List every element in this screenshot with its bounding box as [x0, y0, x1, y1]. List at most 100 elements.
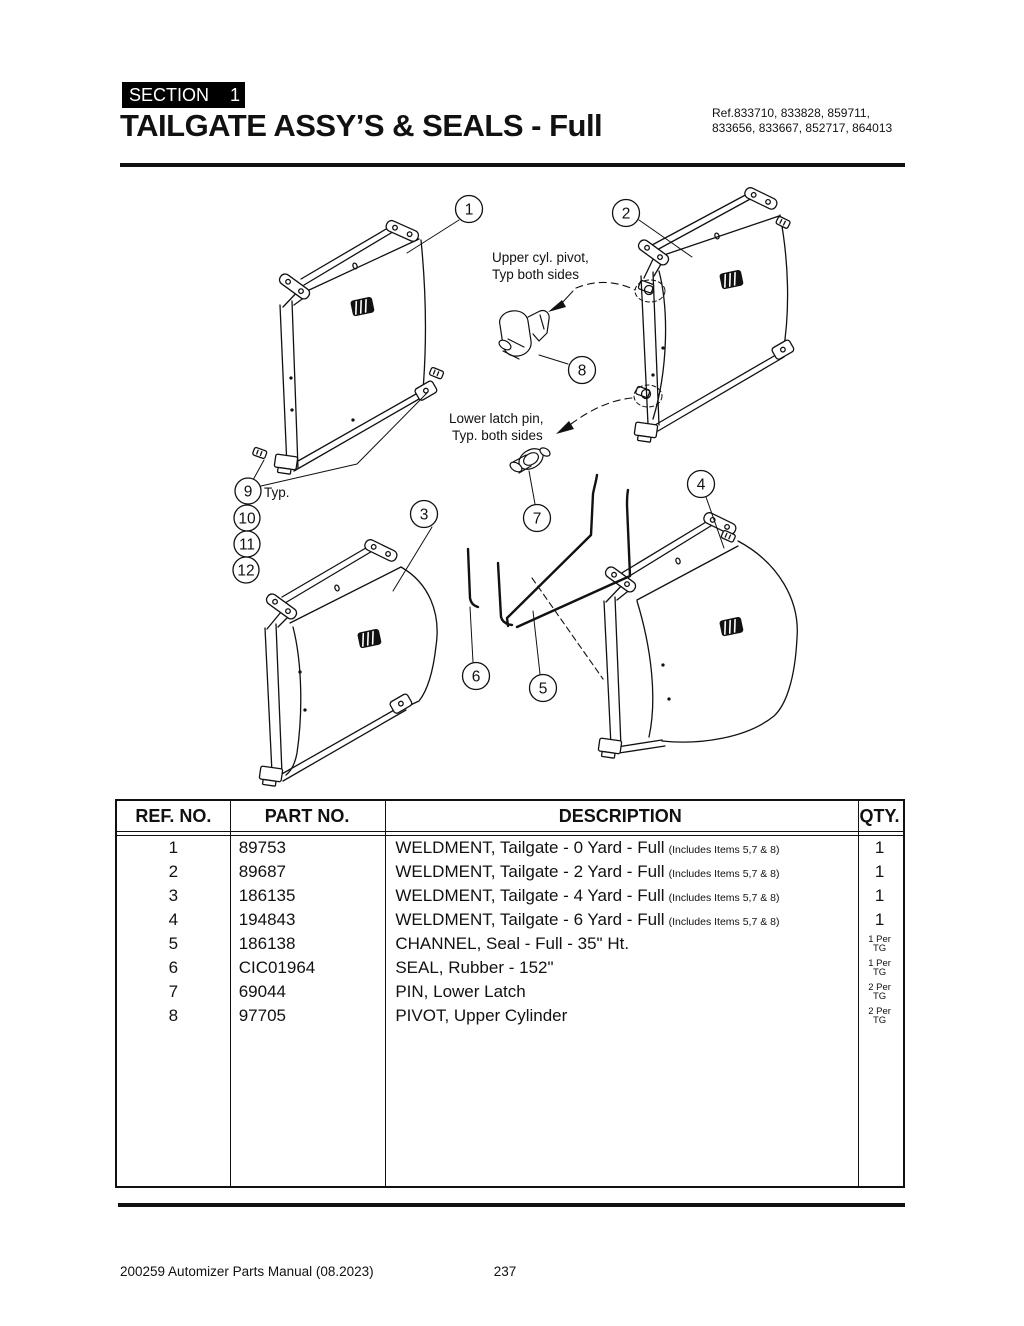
- upper-pivot-part-drawing: [498, 309, 550, 360]
- cell-qty: 2 Per TG: [856, 1006, 903, 1026]
- cell-qty: 1 Per TG: [856, 934, 903, 954]
- cell-desc: WELDMENT, Tailgate - 6 Yard - Full(Inclu…: [384, 910, 856, 930]
- table-row: 7 69044 PIN, Lower Latch 2 Per TG: [117, 980, 903, 1004]
- callout-leaders: [252, 219, 725, 675]
- footer-page-number: 237: [493, 1264, 517, 1279]
- desc-text: WELDMENT, Tailgate - 0 Yard - Full: [395, 838, 665, 857]
- table-row: 4 194843 WELDMENT, Tailgate - 6 Yard - F…: [117, 908, 903, 932]
- vent-grille-icon: [349, 295, 376, 318]
- desc-text: WELDMENT, Tailgate - 2 Yard - Full: [395, 862, 665, 881]
- desc-note: (Includes Items 5,7 & 8): [668, 916, 780, 928]
- desc-text: PIVOT, Upper Cylinder: [395, 1006, 568, 1025]
- cell-qty: 1: [856, 910, 903, 930]
- upper-pivot-label-line2: Typ both sides: [492, 267, 579, 282]
- cell-qty: 1: [856, 838, 903, 858]
- cell-desc: PIVOT, Upper Cylinder: [384, 1006, 856, 1026]
- section-label: SECTION 1: [122, 82, 245, 108]
- callout-1: 1: [465, 202, 474, 219]
- vent-grille-icon: [718, 615, 745, 638]
- callout-balloons: 1 2 3 4 5 6 7 8 9 10 11 12: [232, 194, 716, 703]
- table-row: 3 186135 WELDMENT, Tailgate - 4 Yard - F…: [117, 884, 903, 908]
- desc-note: (Includes Items 5,7 & 8): [668, 844, 780, 856]
- col-header-part: PART NO.: [264, 805, 350, 826]
- cell-desc: WELDMENT, Tailgate - 2 Yard - Full(Inclu…: [384, 862, 856, 882]
- cell-part: 89687: [238, 862, 286, 881]
- header-rule: [120, 163, 905, 167]
- qty-value: 1: [874, 910, 885, 929]
- vent-grille-icon: [356, 627, 383, 650]
- table-row: 8 97705 PIVOT, Upper Cylinder 2 Per TG: [117, 1004, 903, 1028]
- tailgate-0yd-drawing: [251, 218, 445, 476]
- header-double-rule: [117, 831, 903, 836]
- tailgate-2yd-drawing: [632, 185, 796, 444]
- table-header-row: REF. NO. PART NO. DESCRIPTION QTY.: [117, 801, 903, 831]
- cell-desc: PIN, Lower Latch: [384, 982, 856, 1002]
- table-row: 6 CIC01964 SEAL, Rubber - 152" 1 Per TG: [117, 956, 903, 980]
- latch-clip-right: [428, 366, 445, 380]
- upper-pivot-label-line1: Upper cyl. pivot,: [492, 250, 589, 265]
- qty-per-tg: 1 Per TG: [868, 957, 891, 978]
- parts-table: REF. NO. PART NO. DESCRIPTION QTY. 1 897…: [115, 799, 905, 1188]
- qty-value: 1: [874, 838, 885, 857]
- page-title: TAILGATE ASSY’S & SEALS - Full: [120, 108, 603, 143]
- cell-ref: 7: [168, 982, 179, 1001]
- lower-latch-label-line1: Lower latch pin,: [449, 411, 544, 426]
- cell-desc: CHANNEL, Seal - Full - 35" Ht.: [384, 934, 856, 954]
- cell-desc: WELDMENT, Tailgate - 0 Yard - Full(Inclu…: [384, 838, 856, 858]
- footer-manual-info: 200259 Automizer Parts Manual (08.2023): [120, 1264, 374, 1279]
- cell-qty: 1: [856, 862, 903, 882]
- ref-line-1: Ref.833710, 833828, 859711,: [712, 106, 870, 120]
- table-row: 5 186138 CHANNEL, Seal - Full - 35" Ht. …: [117, 932, 903, 956]
- cell-part: 186138: [238, 934, 296, 953]
- cell-qty: 2 Per TG: [856, 981, 903, 1002]
- cell-part: 89753: [238, 838, 286, 857]
- vent-grille-icon: [718, 268, 745, 291]
- cell-ref: 4: [168, 910, 179, 929]
- desc-text: CHANNEL, Seal - Full - 35" Ht.: [395, 934, 630, 953]
- cell-part: CIC01964: [238, 958, 316, 977]
- table-row: 2 89687 WELDMENT, Tailgate - 2 Yard - Fu…: [117, 860, 903, 884]
- desc-text: SEAL, Rubber - 152": [395, 958, 554, 977]
- latch-clip-left: [251, 446, 268, 460]
- table-divider: [385, 801, 386, 1186]
- cell-part: 194843: [238, 910, 296, 929]
- typ-label: Typ.: [264, 485, 290, 500]
- callout-5: 5: [539, 681, 548, 698]
- cell-part: 186135: [238, 886, 296, 905]
- callout-9: 9: [244, 484, 253, 501]
- col-header-ref: REF. NO.: [135, 805, 212, 826]
- cell-desc: WELDMENT, Tailgate - 4 Yard - Full(Inclu…: [384, 886, 856, 906]
- lower-latch-pin-drawing: [509, 447, 551, 474]
- cell-ref: 2: [168, 862, 179, 881]
- callout-7: 7: [533, 511, 542, 528]
- callout-3: 3: [420, 507, 429, 524]
- desc-text: WELDMENT, Tailgate - 4 Yard - Full: [395, 886, 665, 905]
- ref-numbers: Ref.833710, 833828, 859711, 833656, 8336…: [712, 106, 892, 136]
- qty-per-tg: 2 Per TG: [868, 981, 891, 1002]
- callout-10: 10: [238, 511, 256, 528]
- callout-6: 6: [472, 669, 481, 686]
- cell-qty: 1: [856, 886, 903, 906]
- cell-ref: 8: [168, 1006, 179, 1025]
- callout-11: 11: [239, 537, 255, 554]
- desc-text: WELDMENT, Tailgate - 6 Yard - Full: [395, 910, 665, 929]
- desc-note: (Includes Items 5,7 & 8): [668, 868, 780, 880]
- rubber-seal-drawing: [466, 547, 514, 627]
- tailgate-4yd-drawing: [257, 537, 438, 788]
- annotation-leaders: [548, 281, 636, 434]
- tailgate-6yd-drawing: [596, 510, 798, 760]
- cell-part: 69044: [238, 982, 286, 1001]
- cell-qty: 1 Per TG: [856, 957, 903, 978]
- desc-note: (Includes Items 5,7 & 8): [668, 892, 780, 904]
- cell-ref: 3: [168, 886, 179, 905]
- footer-rule: [118, 1203, 905, 1207]
- callout-12: 12: [237, 563, 254, 580]
- qty-value: 1: [874, 862, 885, 881]
- table-divider: [858, 801, 859, 1186]
- exploded-view-diagram: 1 2 3 4 5 6 7 8 9 10 11 12 Upper cyl. pi…: [232, 185, 798, 788]
- qty-value: 1: [874, 886, 885, 905]
- cell-ref: 6: [168, 958, 179, 977]
- ref-line-2: 833656, 833667, 852717, 864013: [712, 121, 893, 135]
- col-header-desc: DESCRIPTION: [558, 805, 682, 826]
